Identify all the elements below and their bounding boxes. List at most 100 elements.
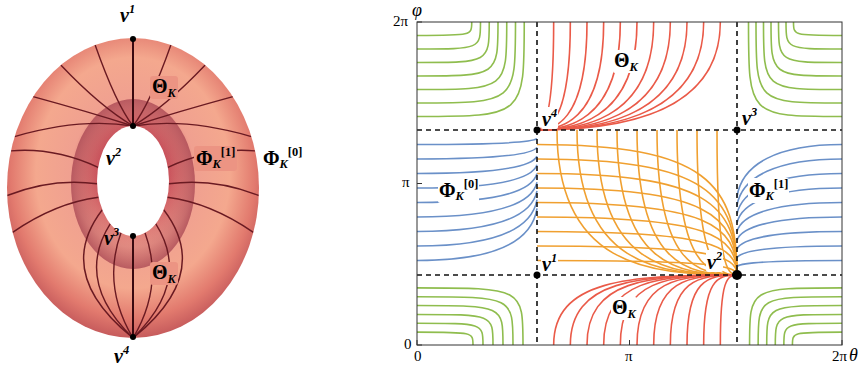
streamline: [687, 275, 737, 345]
streamline: [417, 297, 513, 345]
streamline: [784, 323, 842, 345]
region-label: ΘK: [611, 297, 637, 320]
streamline: [417, 22, 516, 103]
torus-curve: [114, 233, 133, 338]
axis-label: θ: [849, 346, 858, 364]
equilibrium-point: [534, 127, 541, 134]
dashed-line: [536, 22, 538, 345]
streamline: [737, 246, 842, 258]
streamline: [794, 22, 843, 36]
streamline: [737, 159, 842, 205]
streamline: [670, 275, 737, 345]
streamline: [417, 22, 524, 117]
streamline: [604, 275, 737, 345]
streamline: [417, 139, 537, 145]
streamline: [792, 332, 842, 345]
streamline: [570, 275, 737, 345]
vertex-label: v4: [541, 107, 558, 129]
streamline: [737, 261, 842, 267]
streamline: [537, 22, 704, 130]
torus-curve: [11, 150, 98, 167]
vertex-label: v2: [706, 250, 723, 272]
torus-curve: [133, 97, 233, 126]
torus-curve: [133, 233, 152, 338]
equilibrium-point: [734, 127, 741, 134]
tick-mark: [417, 183, 422, 184]
tick-label: π: [625, 349, 633, 364]
streamline: [417, 332, 473, 345]
streamline: [537, 22, 654, 130]
streamline: [537, 22, 604, 130]
tick-mark: [417, 345, 422, 346]
streamline: [537, 22, 570, 130]
axis-label: φ: [412, 1, 422, 19]
torus-curves: [7, 38, 259, 338]
streamline: [417, 174, 537, 203]
streamline: [620, 275, 737, 345]
region-label: ΦK[1]: [748, 178, 789, 203]
streamline: [775, 314, 842, 345]
equilibrium-point: [732, 270, 742, 280]
streamline: [417, 22, 489, 63]
tick-label: 0: [414, 349, 422, 364]
tick-label: 2π: [832, 349, 847, 364]
tick-mark: [417, 340, 418, 345]
tick-label: π: [402, 175, 410, 190]
phase-plot: [417, 22, 842, 345]
streamline: [737, 174, 842, 215]
streamline: [417, 22, 498, 76]
torus-curve: [169, 182, 259, 195]
streamline: [417, 147, 537, 159]
vertex-label: v3: [741, 106, 758, 128]
streamlines: [417, 22, 842, 345]
plot-frame: [417, 22, 842, 345]
streamline: [537, 232, 737, 276]
streamline: [417, 288, 523, 345]
region-label: ΘK: [150, 262, 178, 285]
vertex-label: v4: [114, 344, 129, 366]
streamline: [554, 275, 737, 345]
torus-points: [130, 36, 136, 340]
streamline: [657, 130, 737, 275]
streamline: [758, 297, 842, 345]
vertex-label: v2: [106, 146, 121, 168]
streamline: [537, 174, 737, 276]
vertex-point: [130, 123, 136, 129]
streamline: [537, 145, 737, 276]
streamline: [697, 130, 737, 275]
streamline: [779, 22, 843, 63]
torus-curve: [132, 38, 133, 126]
streamline: [417, 156, 537, 173]
torus-curve: [13, 197, 99, 232]
streamline: [750, 288, 842, 345]
torus-surface: [7, 38, 259, 338]
torus-curve: [132, 38, 134, 126]
streamline: [417, 306, 503, 345]
axis-ticks: [417, 22, 842, 345]
equilibrium-point: [534, 272, 541, 279]
region-label: ΘK: [150, 76, 178, 99]
streamline: [654, 275, 737, 345]
streamline: [557, 130, 737, 275]
streamline: [677, 130, 737, 275]
streamline: [704, 275, 737, 345]
tick-label: 2π: [393, 14, 408, 29]
streamline: [417, 208, 537, 260]
vertex-point: [130, 233, 136, 239]
torus-curve: [95, 45, 133, 126]
streamline: [417, 323, 483, 345]
vertex-label: v1: [120, 3, 135, 25]
separatrix-lines: [417, 22, 842, 345]
streamline: [537, 22, 687, 130]
streamline: [720, 275, 737, 345]
equilibrium-points: [534, 127, 743, 281]
streamline: [737, 217, 842, 240]
streamline: [617, 130, 737, 275]
torus-curve: [61, 65, 133, 126]
vertex-point: [130, 36, 136, 42]
streamline: [771, 22, 842, 76]
torus-curve: [7, 182, 97, 195]
tick-label: 0: [404, 337, 412, 352]
